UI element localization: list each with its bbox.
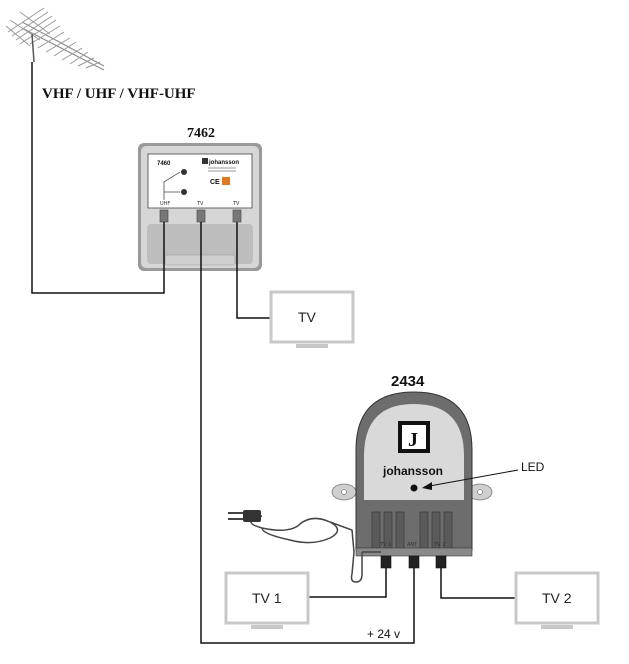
- tv-2-label: TV 2: [542, 590, 572, 606]
- coax-cables: [31, 62, 516, 644]
- amp-7462-port-label-tv-a: TV: [196, 201, 204, 207]
- led-indicator: [410, 484, 418, 492]
- antenna-cable: [31, 62, 165, 294]
- antenna-icon: [5, 7, 105, 71]
- tv2-cable: [440, 568, 516, 599]
- amp-2434-model-label: 2434: [391, 373, 425, 390]
- amp-2434-logo-letter: J: [408, 429, 418, 451]
- power-cord: [250, 515, 381, 583]
- led-callout-arrow: [423, 469, 519, 488]
- amp-2434-connectors: [380, 555, 447, 569]
- tv-main-label: TV: [298, 309, 317, 325]
- amp-7462-brand: johansson: [208, 160, 239, 166]
- tv-main-cable: [236, 222, 272, 319]
- amp-2434-port-label-tv1: TV 1: [379, 542, 391, 548]
- feed-cable-to-2434: [200, 222, 415, 644]
- ce-mark: CE: [210, 179, 220, 186]
- amplifier-2434: J johansson TV 1 ANT TV 2: [331, 391, 493, 569]
- antenna-band-label: VHF / UHF / VHF-UHF: [42, 86, 196, 102]
- amp-7462-port-label-tv-b: TV: [232, 201, 240, 207]
- gain-knob-lower: [181, 189, 187, 195]
- tv-2: TV 2: [514, 571, 600, 629]
- tv-1: TV 1: [224, 571, 310, 629]
- amplifier-7462: 7460 johansson CE UHF TV TV: [138, 143, 262, 271]
- amp-7462-port-label-uhf: UHF: [160, 201, 170, 207]
- power-24v-label: + 24 v: [367, 627, 400, 641]
- amp-2434-port-label-tv2: TV 2: [433, 542, 445, 548]
- gain-knob-upper: [181, 169, 187, 175]
- amp-2434-brand: johansson: [382, 464, 443, 478]
- amp-2434-port-label-ant: ANT: [407, 542, 418, 548]
- tv-1-label: TV 1: [252, 590, 282, 606]
- arrowhead-icon: [422, 482, 432, 490]
- led-label: LED: [521, 460, 545, 474]
- tv-main: TV: [269, 290, 355, 348]
- warning-icon: [222, 177, 230, 185]
- amp-7462-model-label: 7462: [187, 126, 215, 141]
- amp-7462-panel-model: 7460: [157, 161, 171, 167]
- brand-logo-icon: johansson: [202, 158, 239, 166]
- power-plug-icon: [228, 510, 261, 522]
- tv1-cable: [308, 568, 387, 598]
